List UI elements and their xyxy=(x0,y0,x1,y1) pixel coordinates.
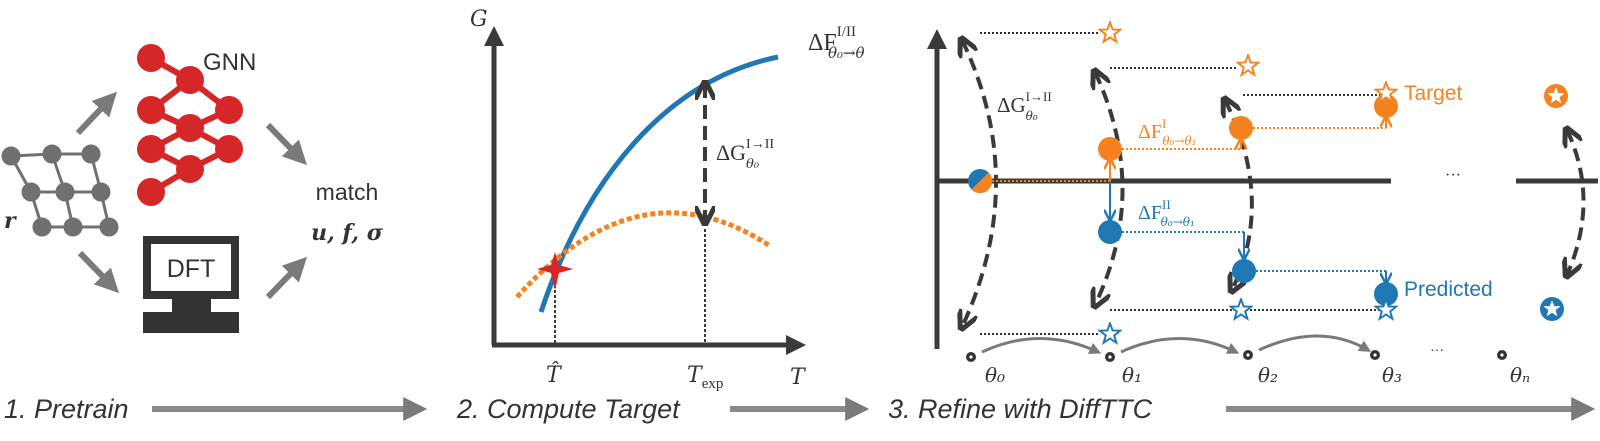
y-axis-label: G xyxy=(470,7,488,32)
predicted-stars xyxy=(1098,298,1398,344)
dft-computer-icon xyxy=(143,236,239,333)
theta-points xyxy=(966,350,1507,362)
final-predicted-badge-icon xyxy=(1540,297,1564,321)
predicted-label: Predicted xyxy=(1404,278,1493,301)
x-axis-label: T xyxy=(790,365,807,390)
intersection-star-icon xyxy=(537,252,573,290)
flow-arrows xyxy=(75,91,308,300)
t-hat-label: T̂ xyxy=(546,362,563,388)
gnn-network-icon xyxy=(137,44,243,206)
theta-2-label: θ₂ xyxy=(1258,363,1278,387)
match-label: match xyxy=(316,179,379,205)
step-2-caption: 2. Compute Target xyxy=(456,394,681,424)
theta-0-label: θ₀ xyxy=(985,363,1005,387)
iteration-arrows xyxy=(981,334,1372,354)
theta-n-label: θₙ xyxy=(1510,363,1530,387)
arrow-icon xyxy=(75,91,117,136)
dft-label: DFT xyxy=(167,255,216,283)
step-3-caption: 3. Refine with DiffTTC xyxy=(888,394,1153,424)
phase-i-trajectory xyxy=(980,94,1398,182)
arrow-icon xyxy=(265,122,308,166)
star-icon xyxy=(1229,298,1253,320)
final-target-badge-icon xyxy=(1544,84,1568,108)
initial-state-circle xyxy=(968,169,993,194)
star-icon xyxy=(1098,21,1122,43)
theta-3-label: θ₃ xyxy=(1382,363,1402,387)
step-1-caption: 1. Pretrain xyxy=(4,394,129,424)
target-guides xyxy=(980,32,1380,335)
panel-pretrain: r GNN DFT match u, f, σ 1. Pretrain xyxy=(1,44,428,424)
phase-ii-trajectory xyxy=(1098,181,1398,306)
phase-ii-curve xyxy=(538,54,779,313)
theta-ellipsis: ··· xyxy=(1430,344,1444,359)
crystal-lattice-icon xyxy=(1,144,119,237)
arrow-icon xyxy=(77,250,120,294)
theta-1-label: θ₁ xyxy=(1122,363,1142,387)
phase-i-curve xyxy=(515,210,772,299)
gnn-label: GNN xyxy=(203,49,256,76)
ellipsis: ··· xyxy=(1445,167,1461,184)
target-stars xyxy=(1098,21,1398,103)
arrow-icon xyxy=(265,256,308,300)
star-icon xyxy=(1098,322,1122,344)
input-label: r xyxy=(4,208,17,234)
star-icon xyxy=(1236,54,1260,76)
target-label: Target xyxy=(1404,82,1463,105)
t-exp-label: Texp xyxy=(687,363,723,392)
match-targets: u, f, σ xyxy=(311,220,384,246)
